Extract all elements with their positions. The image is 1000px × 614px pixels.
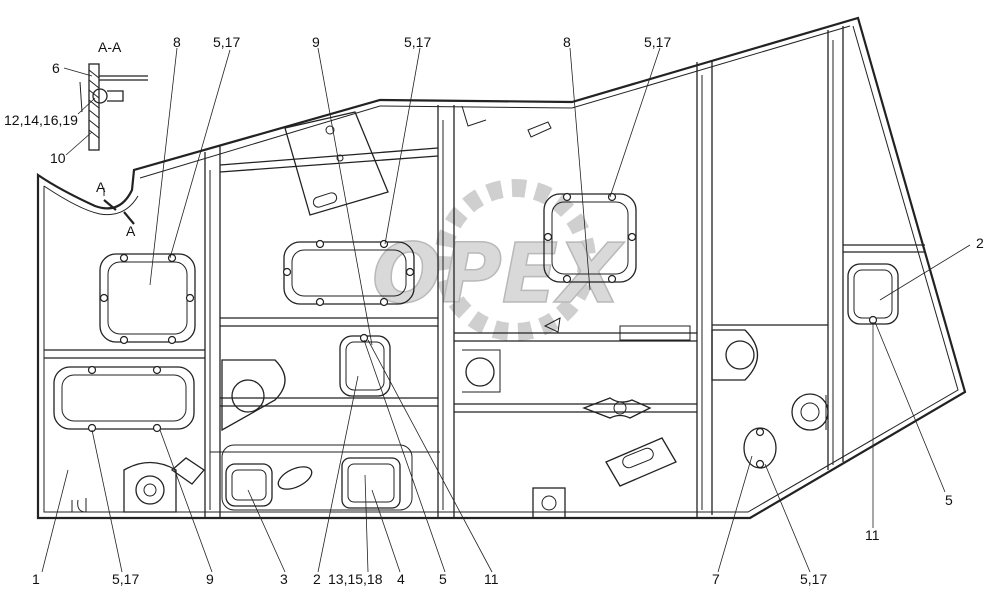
frame-horizontals [44,147,925,413]
callout-11-bottom: 11 [484,571,499,587]
callout-3: 3 [280,571,288,587]
callout-12-14-16-19: 12,14,16,19 [4,112,78,128]
panel-outline [36,16,967,520]
section-marker-upper: А [96,179,106,195]
callout-5-right: 5 [945,492,953,508]
callout-1: 1 [32,571,40,587]
callout-6: 6 [52,60,60,76]
callout-5-17-bottom-right: 5,17 [800,571,827,587]
callout-7: 7 [712,571,720,587]
callout-11-right: 11 [865,527,880,543]
watermark: OPEX [371,179,626,341]
section-title: А-А [98,39,122,55]
section-marker-lower: А [126,223,136,239]
callout-5-17-bottom-left: 5,17 [112,571,139,587]
callout-8-left: 8 [173,34,181,50]
callout-4: 4 [397,571,405,587]
frame-verticals [204,26,844,518]
callout-5-17-top-left: 5,17 [213,34,240,50]
callout-labels: А-А А А 6 12,14,16,19 10 8 5,17 9 5,17 8… [4,34,984,587]
callout-5-17-top-mid: 5,17 [404,34,431,50]
section-view [79,63,148,225]
callout-9-top: 9 [312,34,320,50]
callout-8-right: 8 [563,34,571,50]
bolts [87,192,878,469]
callout-2-bottom: 2 [313,571,321,587]
callout-5-17-top-right: 5,17 [644,34,671,50]
callout-13-15-18: 13,15,18 [328,571,383,587]
leader-lines [41,47,971,573]
callout-9-bottom: 9 [206,571,214,587]
callout-2-right: 2 [976,235,984,251]
details [71,105,829,519]
callout-5-bottom: 5 [439,571,447,587]
callout-10: 10 [50,150,66,166]
